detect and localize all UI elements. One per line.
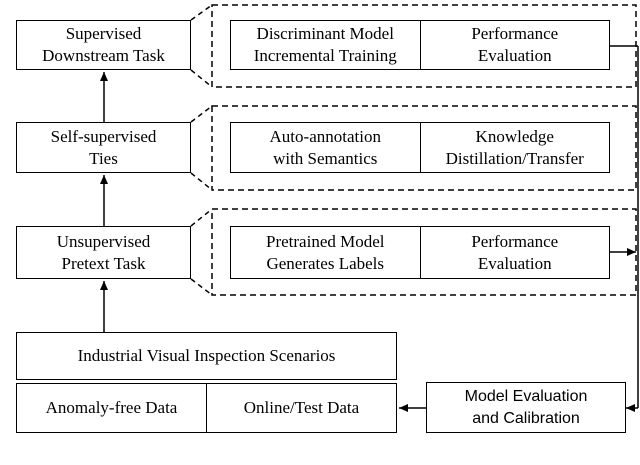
discriminant-model-line1: Discriminant Model [256, 24, 394, 43]
anomaly-free-data-cell: Anomaly-free Data [17, 384, 206, 432]
top-performance-evaluation-cell: Performance Evaluation [419, 21, 610, 69]
top-group-pair: Discriminant Model Incremental Training … [230, 20, 610, 70]
connector-bottom-upper [190, 208, 213, 227]
dashed-group-middle [211, 105, 637, 191]
calibration-box: Model Evaluation and Calibration [426, 382, 626, 433]
supervised-task-line2: Downstream Task [42, 46, 165, 65]
discriminant-model-cell: Discriminant Model Incremental Training [231, 21, 420, 69]
top-performance-line1: Performance [471, 24, 559, 43]
self-supervised-box: Self-supervised Ties [16, 122, 191, 173]
pretrained-model-line1: Pretrained Model [266, 231, 385, 251]
connector-top-lower [190, 69, 213, 88]
top-performance-line2: Evaluation [477, 46, 552, 65]
supervised-task-line1: Supervised [65, 24, 142, 43]
pretrained-model-cell: Pretrained Model Generates Labels [231, 227, 420, 278]
discriminant-model-line2: Incremental Training [253, 46, 397, 65]
connector-middle-upper [190, 105, 213, 123]
bottom-performance-evaluation-cell: Performance Evaluation [419, 227, 610, 278]
online-test-data-cell: Online/Test Data [206, 384, 396, 432]
connector-bottom-lower [190, 278, 213, 296]
scenarios-box: Industrial Visual Inspection Scenarios [16, 332, 397, 380]
auto-annotation-line1: Auto-annotation [269, 126, 381, 146]
online-test-data-label: Online/Test Data [243, 398, 360, 417]
knowledge-distillation-cell: Knowledge Distillation/Transfer [419, 123, 610, 172]
unsupervised-task-line2: Pretext Task [61, 253, 146, 273]
bottom-performance-line2: Evaluation [477, 253, 552, 273]
pretrained-model-line2: Generates Labels [266, 253, 385, 273]
connector-middle-lower [190, 172, 213, 191]
self-supervised-line1: Self-supervised [50, 126, 157, 146]
auto-annotation-cell: Auto-annotation with Semantics [231, 123, 420, 172]
unsupervised-task-box: Unsupervised Pretext Task [16, 226, 191, 279]
dashed-group-bottom [211, 208, 637, 296]
scenarios-label: Industrial Visual Inspection Scenarios [77, 346, 336, 365]
bottom-group-pair: Pretrained Model Generates Labels Perfor… [230, 226, 610, 279]
bottom-performance-line1: Performance [471, 231, 559, 251]
supervised-task-box: Supervised Downstream Task [16, 20, 191, 70]
middle-group-pair: Auto-annotation with Semantics Knowledge… [230, 122, 610, 173]
knowledge-distillation-line2: Distillation/Transfer [445, 148, 584, 168]
calibration-line1: Model Evaluation [464, 387, 588, 405]
connector-top-upper [190, 4, 213, 21]
unsupervised-task-line1: Unsupervised [56, 231, 151, 251]
auto-annotation-line2: with Semantics [273, 148, 378, 168]
self-supervised-line2: Ties [89, 148, 118, 168]
knowledge-distillation-line1: Knowledge [475, 126, 554, 146]
data-row: Anomaly-free Data Online/Test Data [16, 383, 397, 433]
calibration-line2: and Calibration [472, 409, 580, 427]
anomaly-free-data-label: Anomaly-free Data [45, 398, 178, 417]
